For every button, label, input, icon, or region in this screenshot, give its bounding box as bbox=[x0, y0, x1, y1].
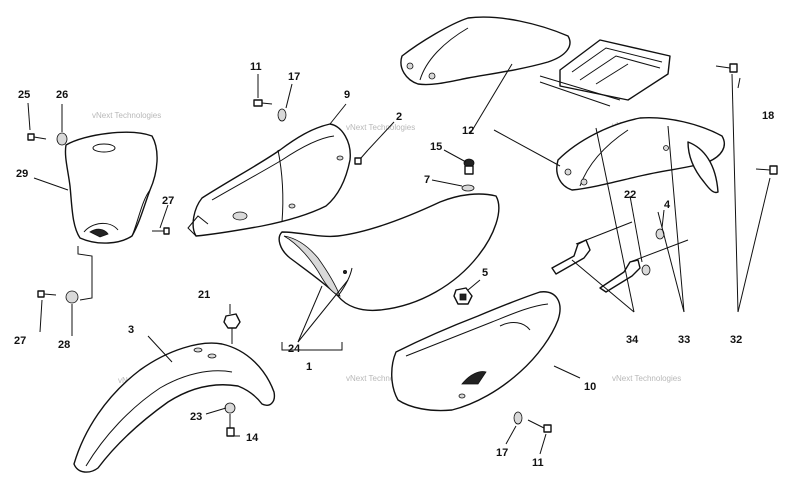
callout-5: 5 bbox=[482, 267, 488, 279]
washer-17-lower bbox=[513, 411, 523, 425]
rear-fender-upper bbox=[400, 16, 571, 86]
left-side-panel bbox=[187, 123, 351, 237]
callout-18: 18 bbox=[762, 110, 774, 122]
callout-32: 32 bbox=[730, 334, 742, 346]
callout-22: 22 bbox=[624, 189, 636, 201]
spacer-23 bbox=[224, 402, 236, 414]
callout-17-upper: 17 bbox=[288, 71, 300, 83]
bolt-21 bbox=[223, 313, 241, 344]
bolt-32-upper bbox=[715, 63, 738, 73]
bolt-27-lower bbox=[37, 290, 57, 298]
callout-24: 24 bbox=[288, 343, 301, 355]
watermark: vNext Technologies bbox=[92, 111, 161, 120]
callout-4: 4 bbox=[664, 199, 671, 211]
clip-7 bbox=[461, 184, 475, 192]
bolt-18 bbox=[755, 165, 778, 175]
watermark: vNext Technologies bbox=[346, 374, 415, 383]
callout-29: 29 bbox=[16, 168, 28, 180]
washer-26 bbox=[56, 132, 68, 146]
watermark: vNext Technologies bbox=[346, 123, 415, 132]
callout-28: 28 bbox=[58, 339, 70, 351]
front-fender bbox=[73, 342, 276, 473]
washer-17-upper bbox=[277, 108, 287, 122]
callout-11-upper: 11 bbox=[250, 61, 262, 73]
front-number-plate bbox=[64, 131, 158, 244]
callout-27-lower: 27 bbox=[14, 335, 26, 347]
callout-26: 26 bbox=[56, 89, 68, 101]
callout-7: 7 bbox=[424, 174, 430, 186]
callout-33: 33 bbox=[678, 334, 690, 346]
callout-10: 10 bbox=[584, 381, 596, 393]
bracket-34 bbox=[551, 221, 633, 275]
watermark: vNext Technologies bbox=[612, 374, 681, 383]
callout-14: 14 bbox=[246, 432, 259, 444]
callout-12: 12 bbox=[462, 125, 474, 137]
callout-11-lower: 11 bbox=[532, 457, 544, 469]
leader-lines bbox=[27, 63, 771, 455]
screw-2 bbox=[354, 149, 369, 165]
callout-23: 23 bbox=[190, 411, 202, 423]
plug-15 bbox=[463, 158, 475, 175]
bolt-11-lower bbox=[527, 419, 552, 433]
right-side-panel bbox=[391, 291, 561, 412]
nut-5 bbox=[453, 287, 473, 305]
seat bbox=[278, 193, 500, 312]
callout-2: 2 bbox=[396, 111, 402, 123]
callout-3: 3 bbox=[128, 324, 134, 336]
callout-21: 21 bbox=[198, 289, 210, 301]
callout-34: 34 bbox=[626, 334, 639, 346]
callout-9: 9 bbox=[344, 89, 350, 101]
bolt-25 bbox=[27, 133, 47, 141]
callout-17-lower: 17 bbox=[496, 447, 508, 459]
callout-27-upper: 27 bbox=[162, 195, 174, 207]
callout-25: 25 bbox=[18, 89, 30, 101]
bolt-11-upper bbox=[253, 99, 273, 107]
callout-15: 15 bbox=[430, 141, 442, 153]
rear-rack bbox=[539, 39, 671, 107]
rear-fender bbox=[556, 116, 726, 194]
spacer-22 bbox=[641, 264, 651, 276]
bolt-14 bbox=[226, 414, 235, 437]
grommet-28 bbox=[65, 290, 79, 304]
bolt-27-upper bbox=[152, 227, 170, 235]
callout-1: 1 bbox=[306, 361, 312, 373]
